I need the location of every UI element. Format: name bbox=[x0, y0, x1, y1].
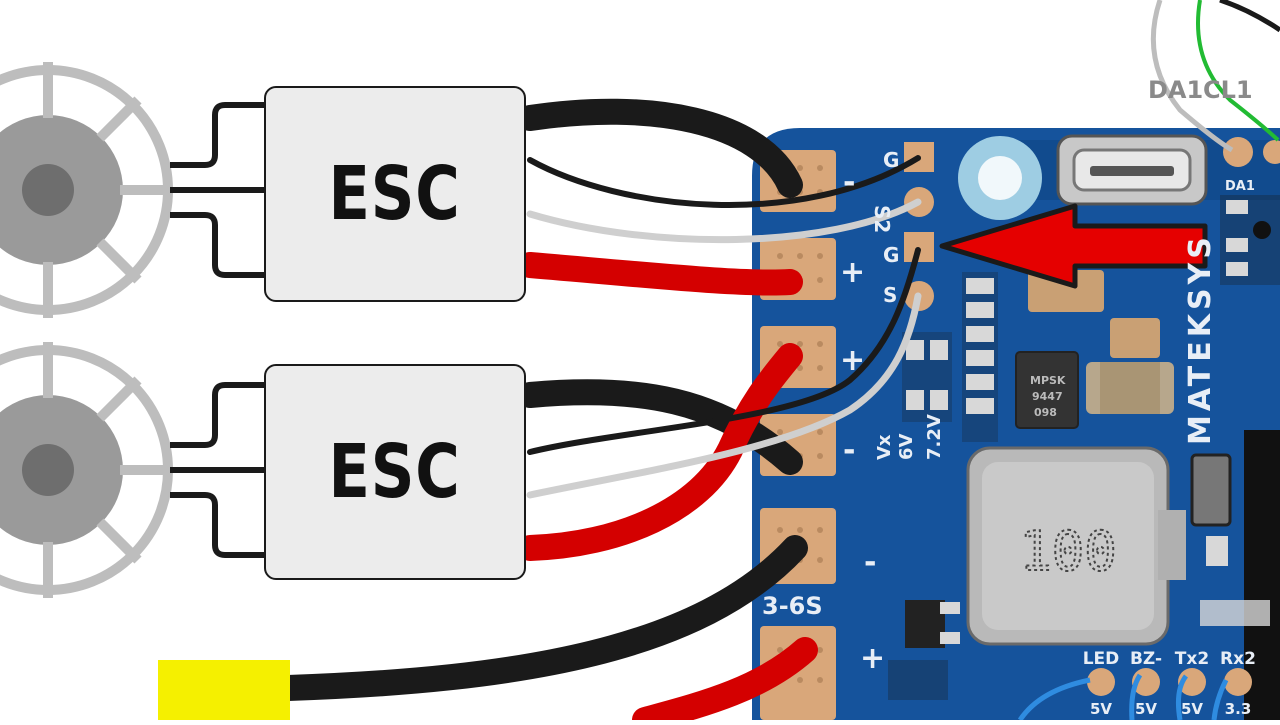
header-label-led: LED bbox=[1083, 649, 1120, 669]
header-value-tx2: 5V bbox=[1181, 700, 1203, 718]
pad-label-6: + bbox=[860, 641, 885, 676]
vx-label: Vx bbox=[874, 434, 895, 460]
esc-label-bottom: ESC bbox=[328, 429, 462, 515]
vx-72v-label: 7.2V bbox=[924, 414, 945, 460]
header-label-bz: BZ- bbox=[1130, 649, 1162, 669]
pin-label-s: S bbox=[883, 283, 897, 307]
pin-label-g1: G bbox=[883, 148, 899, 172]
smd-components bbox=[888, 195, 1280, 720]
chip-marking-3: 098 bbox=[1034, 406, 1057, 419]
pad-label-2: + bbox=[840, 255, 865, 290]
battery-voltage-label: 3-6S bbox=[762, 592, 823, 620]
power-wires bbox=[275, 98, 818, 725]
da1-silkscreen: DA1 bbox=[1225, 179, 1255, 194]
header-value-bz: 5V bbox=[1135, 700, 1157, 718]
motor-top bbox=[0, 62, 173, 318]
vx-6v-label: 6V bbox=[896, 433, 917, 460]
header-label-rx2: Rx2 bbox=[1220, 649, 1256, 669]
pad-label-3: + bbox=[840, 343, 865, 378]
red-arrow-indicator bbox=[939, 203, 1208, 289]
motor-wires-bottom bbox=[170, 382, 266, 558]
signal-wires bbox=[526, 155, 922, 499]
top-pin-label-da1: DA1 bbox=[1148, 76, 1203, 104]
esc-unit-bottom: ESC bbox=[264, 364, 526, 580]
top-pin-label-cl1: CL1 bbox=[1203, 76, 1253, 104]
battery-connector bbox=[158, 660, 290, 720]
chip-marking-1: MPSK bbox=[1030, 374, 1066, 387]
chip-marking-2: 9447 bbox=[1032, 390, 1063, 403]
pad-label-5: - bbox=[864, 545, 876, 580]
top-wires bbox=[1150, 0, 1280, 153]
pad-label-1: - bbox=[843, 165, 855, 200]
blue-wires bbox=[1017, 673, 1229, 722]
header-value-rx2: 3.3 bbox=[1225, 700, 1252, 718]
bottom-header-pads bbox=[1087, 668, 1252, 696]
esc-label-top: ESC bbox=[328, 151, 462, 237]
pin-label-g2: G bbox=[883, 243, 899, 267]
esc-unit-top: ESC bbox=[264, 86, 526, 302]
motor-bottom bbox=[0, 342, 173, 598]
motor-wires-top bbox=[170, 102, 266, 278]
pad-label-4: - bbox=[843, 433, 855, 468]
inductor-marking: 100 bbox=[1019, 520, 1117, 583]
brand-silkscreen: MATEKSYS bbox=[1183, 233, 1218, 445]
inductor bbox=[966, 446, 1186, 646]
header-value-led: 5V bbox=[1090, 700, 1112, 718]
pin-label-s2: S2 bbox=[870, 205, 894, 233]
header-label-tx2: Tx2 bbox=[1175, 649, 1209, 669]
